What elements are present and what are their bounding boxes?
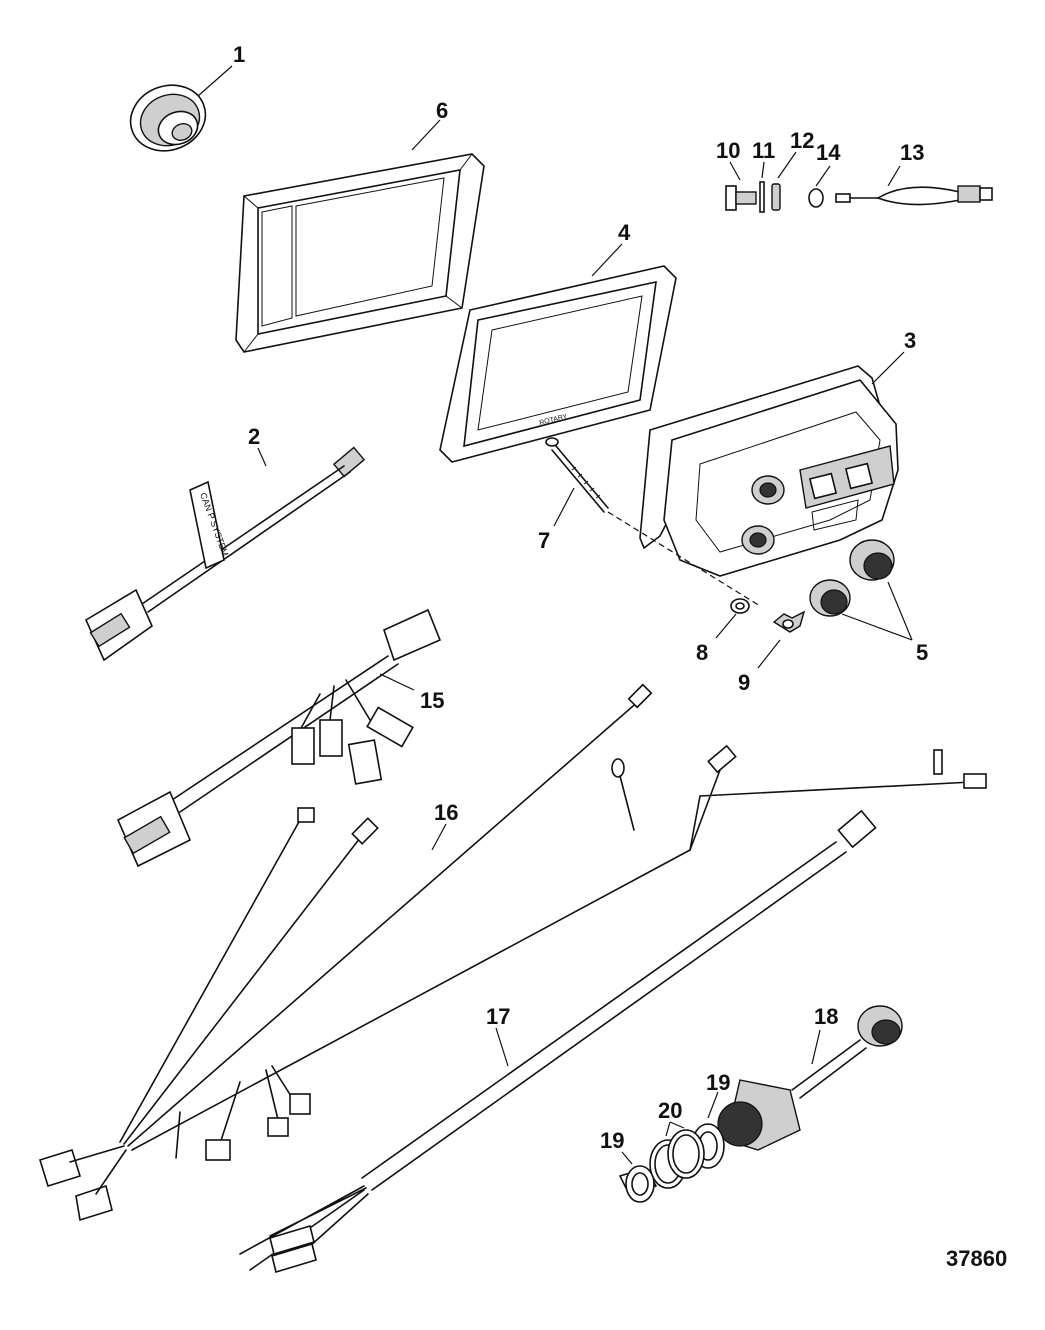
- part-11-seal: [759, 161, 765, 213]
- callout-10: 10: [716, 138, 740, 163]
- callout-3: 3: [904, 328, 916, 353]
- callout-6: 6: [436, 98, 448, 123]
- part-13-sensor-harness: [835, 165, 993, 206]
- part-5-caps: [809, 539, 913, 641]
- part-10-plug: [725, 161, 757, 211]
- callout-7: 7: [538, 528, 550, 553]
- part-2-cable: CAN P SYSTEM: [84, 446, 366, 662]
- part-9-wingnut: [757, 610, 806, 669]
- callout-18: 18: [814, 1004, 838, 1029]
- callout-1: 1: [233, 42, 245, 67]
- callout-19b: 19: [600, 1128, 624, 1153]
- callout-11: 11: [752, 138, 775, 163]
- part-15-harness: [116, 608, 442, 868]
- callout-19a: 19: [706, 1070, 730, 1095]
- callout-13: 13: [900, 140, 924, 165]
- part-20-seals: [649, 1121, 705, 1189]
- callout-17: 17: [486, 1004, 510, 1029]
- part-4-frame: ROTARY: [439, 243, 677, 463]
- callout-20: 20: [658, 1098, 682, 1123]
- callout-4: 4: [618, 220, 631, 245]
- part-6-bezel: [235, 119, 485, 353]
- callout-12: 12: [790, 128, 814, 153]
- part-8-washer: [715, 598, 750, 639]
- callout-9: 9: [738, 670, 750, 695]
- part-16-main-harness: [39, 683, 987, 1222]
- part-17-cable: [239, 809, 877, 1274]
- part-14-oring: [808, 165, 831, 208]
- figure-id: 37860: [946, 1246, 1007, 1271]
- callout-16: 16: [434, 800, 458, 825]
- part-1-grommet: [129, 65, 233, 152]
- part-12-nut: [771, 151, 797, 211]
- part-18-bulkhead-connector: [717, 1005, 903, 1151]
- part-7-screw: [545, 437, 761, 607]
- callout-5: 5: [916, 640, 928, 665]
- part-3-display-unit: [639, 351, 905, 577]
- part-19-nut-lower: [618, 1151, 658, 1203]
- callout-15: 15: [420, 688, 444, 713]
- callout-14: 14: [816, 140, 841, 165]
- callout-2: 2: [248, 424, 260, 449]
- callout-8: 8: [696, 640, 708, 665]
